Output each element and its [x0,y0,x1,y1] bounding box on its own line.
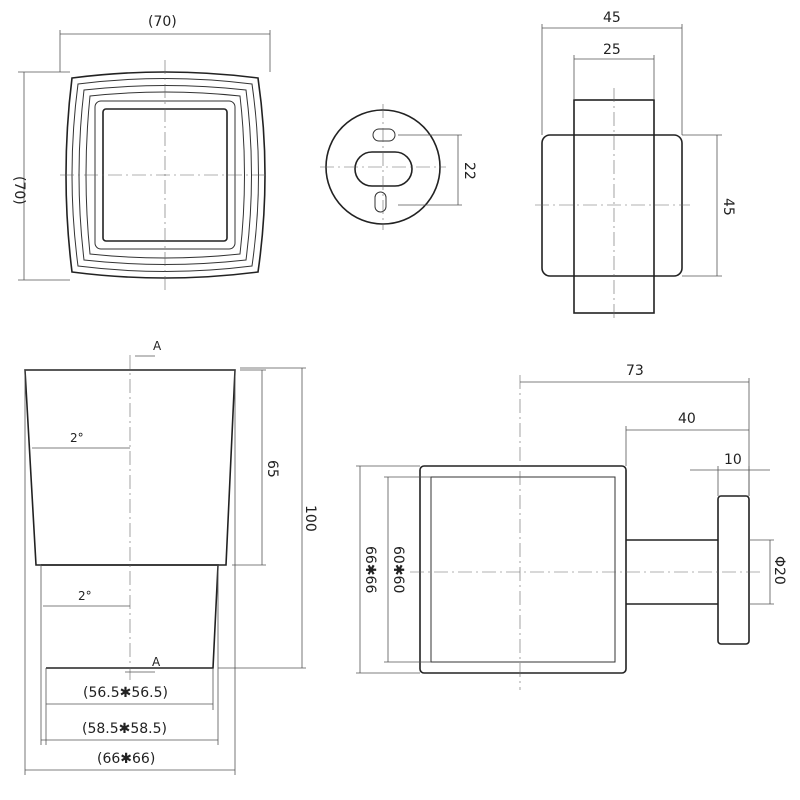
arm-label: 40 [678,411,696,427]
section-marker-top: A [153,339,162,353]
total-height-label: 100 [302,505,318,532]
top-width-label: (70) [148,14,177,30]
dim-outer-label: (66✱66) [97,751,155,767]
top-plan-view: (70) (70) [11,14,271,290]
inner-width-label: 25 [603,42,621,58]
cup-elevation-view: A A 2° 2° 65 100 (56.5✱56.5) (58.5✱58.5)… [24,339,318,775]
holder-side-view: 45 25 45 [535,10,736,320]
side-height-label: 45 [720,198,736,216]
upper-height-label: 65 [264,460,280,478]
outer-square-label: 66✱66 [362,546,378,593]
projection-label: 73 [626,363,644,379]
back-plate-view: 22 [320,104,477,230]
lower-taper-label: 2° [78,589,92,603]
outer-width-label: 45 [603,10,621,26]
hole-spacing-label: 22 [461,162,477,180]
inner-square-label: 60✱60 [390,546,406,593]
diameter-label: Φ20 [771,556,787,585]
dim-inner-label: (56.5✱56.5) [83,685,168,701]
upper-taper-label: 2° [70,431,84,445]
section-marker-bottom: A [152,655,161,669]
dim-middle-label: (58.5✱58.5) [82,721,167,737]
flange-label: 10 [724,452,742,468]
holder-elevation-view: 73 40 10 66✱66 60✱60 Φ20 [356,363,787,690]
top-height-label: (70) [11,176,27,205]
